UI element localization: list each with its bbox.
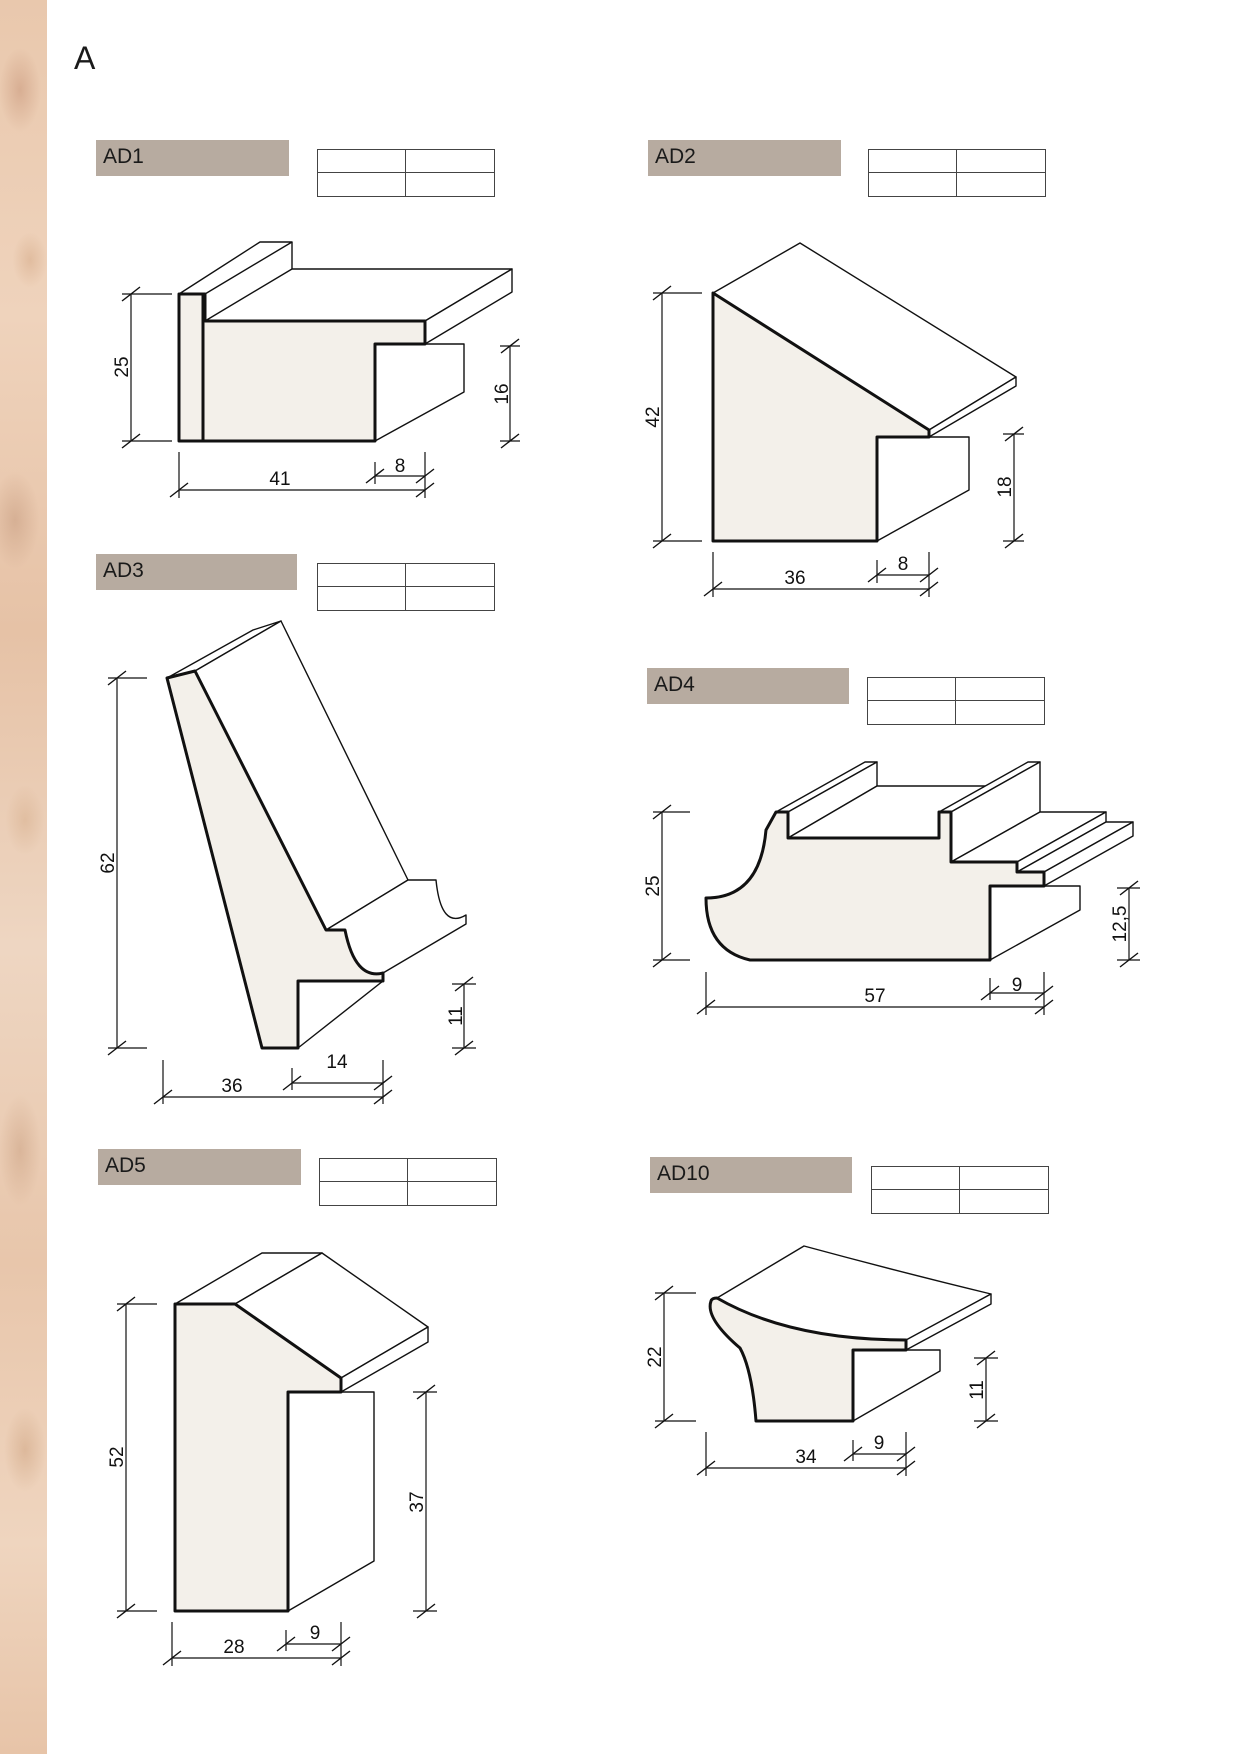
dim-ad10-width: 34 xyxy=(795,1447,817,1468)
dim-ad5-width: 28 xyxy=(223,1637,244,1658)
spec-grid-ad2 xyxy=(868,149,1046,197)
page-letter: A xyxy=(74,40,96,76)
dim-ad3-height: 62 xyxy=(98,852,119,873)
profile-label-ad3: AD3 xyxy=(96,554,297,590)
dim-ad10-rebate-width: 9 xyxy=(874,1433,885,1454)
profile-drawing-ad10: 22 11 34 9 xyxy=(645,1245,998,1476)
spec-grid-ad3 xyxy=(317,563,495,611)
dim-ad10-rebate-height: 11 xyxy=(967,1380,988,1400)
spec-grid-ad5 xyxy=(319,1158,497,1206)
spec-grid-ad4 xyxy=(867,677,1045,725)
spec-grid-ad1 xyxy=(317,149,495,197)
profile-label-ad2: AD2 xyxy=(648,140,841,176)
dim-ad3-rebate-width: 14 xyxy=(326,1052,348,1073)
dim-ad5-rebate-width: 9 xyxy=(310,1623,321,1644)
dim-ad1-rebate-height: 16 xyxy=(492,383,513,404)
spec-grid-ad10 xyxy=(871,1166,1049,1214)
dim-ad4-rebate-width: 9 xyxy=(1012,975,1023,996)
dim-ad3-rebate-height: 11 xyxy=(446,1006,467,1026)
profile-label-ad1: AD1 xyxy=(96,140,289,176)
dim-ad2-height: 42 xyxy=(643,406,664,427)
dim-ad5-rebate-height: 37 xyxy=(407,1491,428,1512)
profile-drawing-ad3: 62 11 36 14 xyxy=(98,620,476,1105)
dim-ad4-width: 57 xyxy=(864,986,885,1007)
dim-ad2-rebate-width: 8 xyxy=(898,554,909,575)
profile-drawing-ad4: 25 12,5 57 9 xyxy=(643,761,1140,1015)
profile-drawing-ad5: 52 37 28 9 xyxy=(107,1252,437,1666)
wood-texture-strip xyxy=(0,0,47,1754)
profile-label-ad4: AD4 xyxy=(647,668,849,704)
profile-label-ad5: AD5 xyxy=(98,1149,301,1185)
profile-drawing-ad2: 42 18 36 8 xyxy=(643,242,1024,597)
profile-label-ad10: AD10 xyxy=(650,1157,852,1193)
dim-ad4-height: 25 xyxy=(643,875,664,896)
dim-ad10-height: 22 xyxy=(645,1346,666,1367)
dim-ad2-rebate-height: 18 xyxy=(995,476,1016,497)
profile-drawing-ad1: 25 16 41 8 xyxy=(112,241,520,498)
dim-ad4-rebate-height: 12,5 xyxy=(1110,906,1131,943)
dim-ad1-height: 25 xyxy=(112,356,133,377)
dim-ad3-width: 36 xyxy=(221,1076,242,1097)
dim-ad5-height: 52 xyxy=(107,1446,128,1467)
dim-ad2-width: 36 xyxy=(784,568,805,589)
dim-ad1-rebate-width: 8 xyxy=(395,456,406,477)
dim-ad1-width: 41 xyxy=(269,469,290,490)
